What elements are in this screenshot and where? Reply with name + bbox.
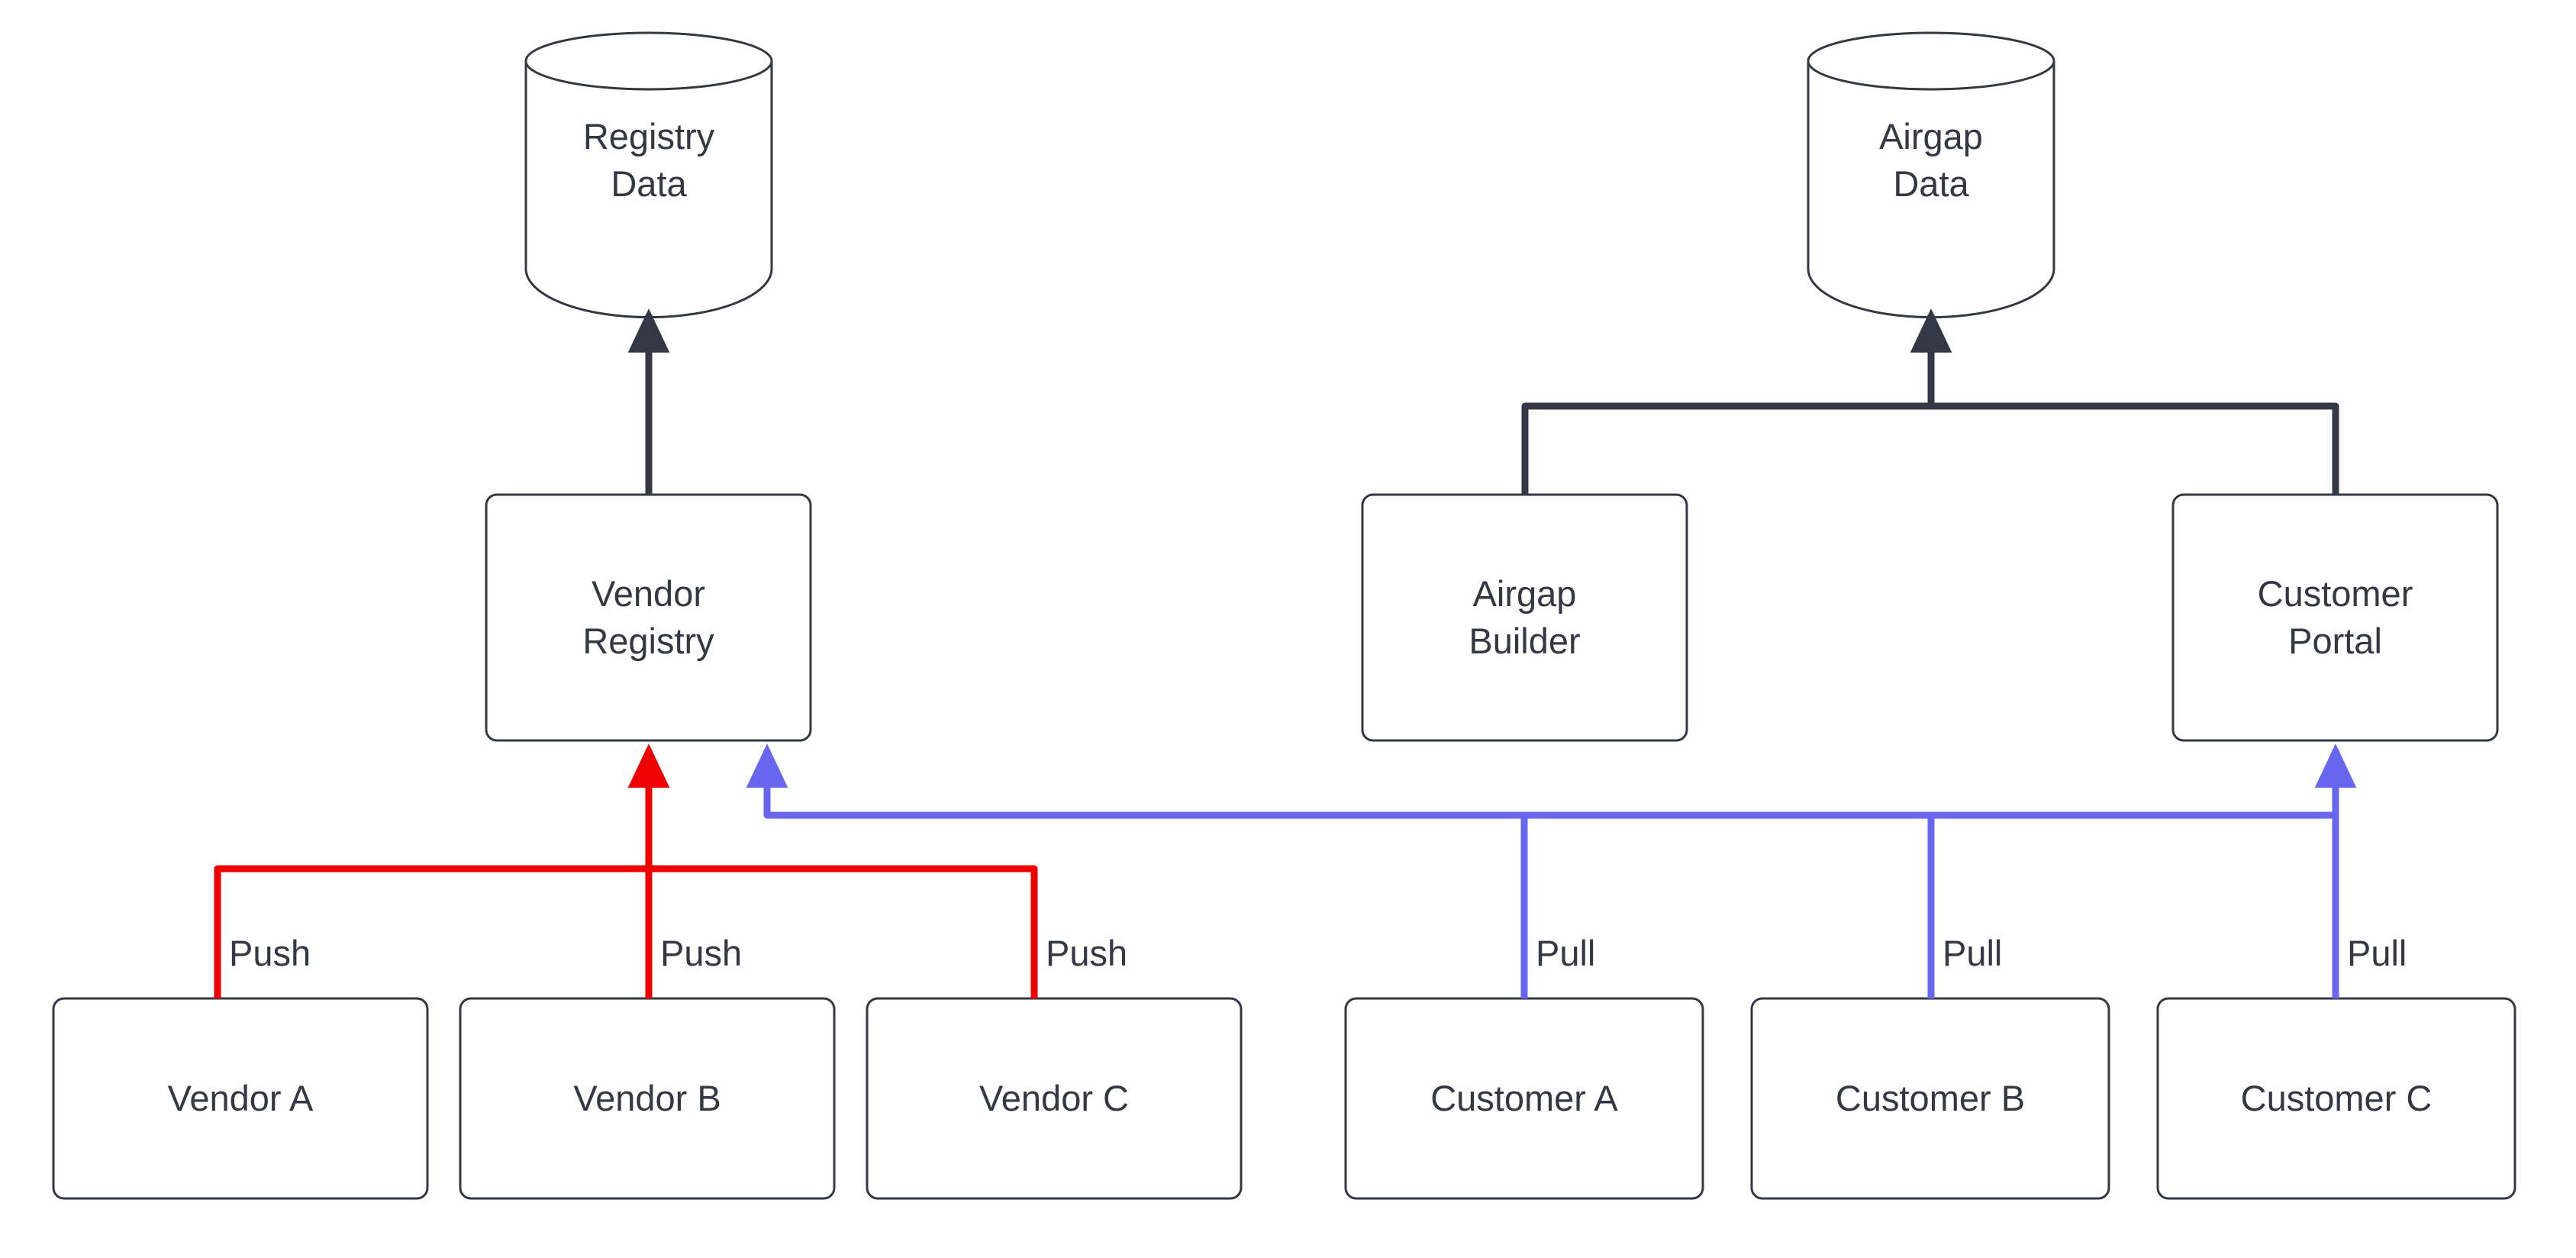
cylinder-body — [1807, 60, 2055, 319]
edge-label-pull-customer-b: Pull — [1942, 933, 2003, 973]
edge-label-push-vendor-c: Push — [1046, 933, 1128, 973]
edge-label-push-vendor-a: Push — [229, 933, 311, 973]
edge-label-push-vendor-b: Push — [660, 933, 743, 973]
edge-label-pull-customer-a: Pull — [1536, 933, 1596, 973]
cylinder-top — [524, 31, 773, 91]
edge-airgap-bus — [1521, 402, 2339, 495]
edge-pull-bus — [763, 750, 2339, 819]
cylinder-body — [524, 60, 773, 319]
datastore-registry-data[interactable] — [524, 31, 773, 319]
node-box-customer-a[interactable] — [1344, 997, 1704, 1200]
node-box-customer-portal[interactable] — [2171, 493, 2499, 742]
node-box-airgap-builder[interactable] — [1361, 493, 1688, 742]
node-box-vendor-a[interactable] — [52, 997, 429, 1200]
edge-push-bus — [214, 865, 1038, 998]
datastore-airgap-data[interactable] — [1807, 31, 2055, 319]
node-box-vendor-b[interactable] — [459, 997, 836, 1200]
cylinder-top — [1807, 31, 2055, 91]
node-box-customer-b[interactable] — [1750, 997, 2110, 1200]
node-box-customer-c[interactable] — [2156, 997, 2516, 1200]
node-box-vendor-c[interactable] — [866, 997, 1243, 1200]
node-box-vendor-registry[interactable] — [485, 493, 812, 742]
edge-label-pull-customer-c: Pull — [2347, 933, 2407, 973]
